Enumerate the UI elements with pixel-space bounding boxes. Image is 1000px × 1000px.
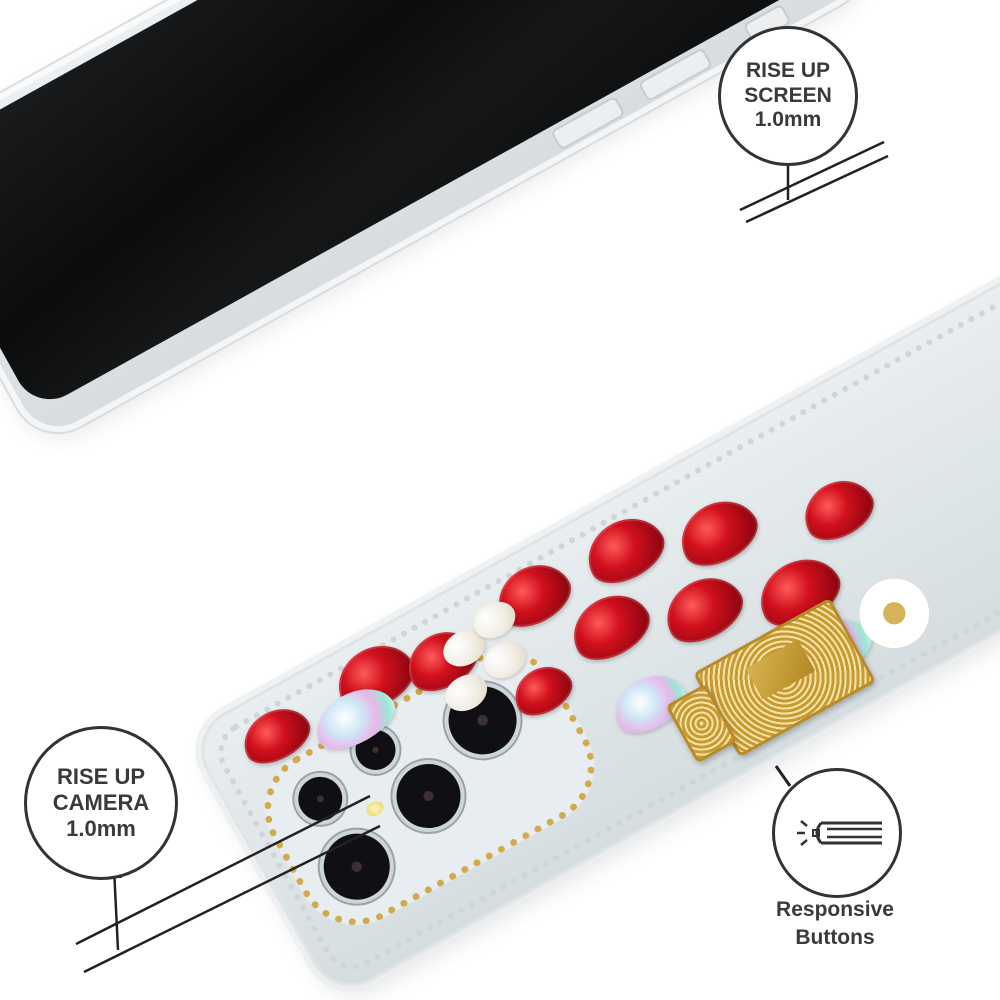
jeweled-case-back [190,250,1000,998]
responsive-buttons-caption: Responsive Buttons [740,896,930,953]
camera-flash [363,798,387,820]
caption-line-2: Buttons [795,926,875,950]
callout-camera-line-1: RISE UP [56,764,146,790]
callout-rise-up-screen: RISE UP SCREEN 1.0mm [718,26,858,166]
callout-responsive-buttons [772,768,902,898]
callout-screen-line-3: 1.0mm [754,108,822,132]
callout-screen-line-1: RISE UP [745,58,831,82]
callout-camera-line-3: 1.0mm [66,815,136,841]
phone-screen [0,0,844,413]
camera-lens [290,768,351,829]
callout-camera-line-2: CAMERA [52,790,150,816]
caption-line-1: Responsive [776,898,894,921]
bottle-label [745,639,816,700]
button-press-icon [797,820,882,846]
camera-lens [311,821,402,912]
camera-lens [384,752,472,840]
callout-screen-line-2: SCREEN [744,83,832,107]
callout-rise-up-camera: RISE UP CAMERA 1.0mm [24,726,178,880]
